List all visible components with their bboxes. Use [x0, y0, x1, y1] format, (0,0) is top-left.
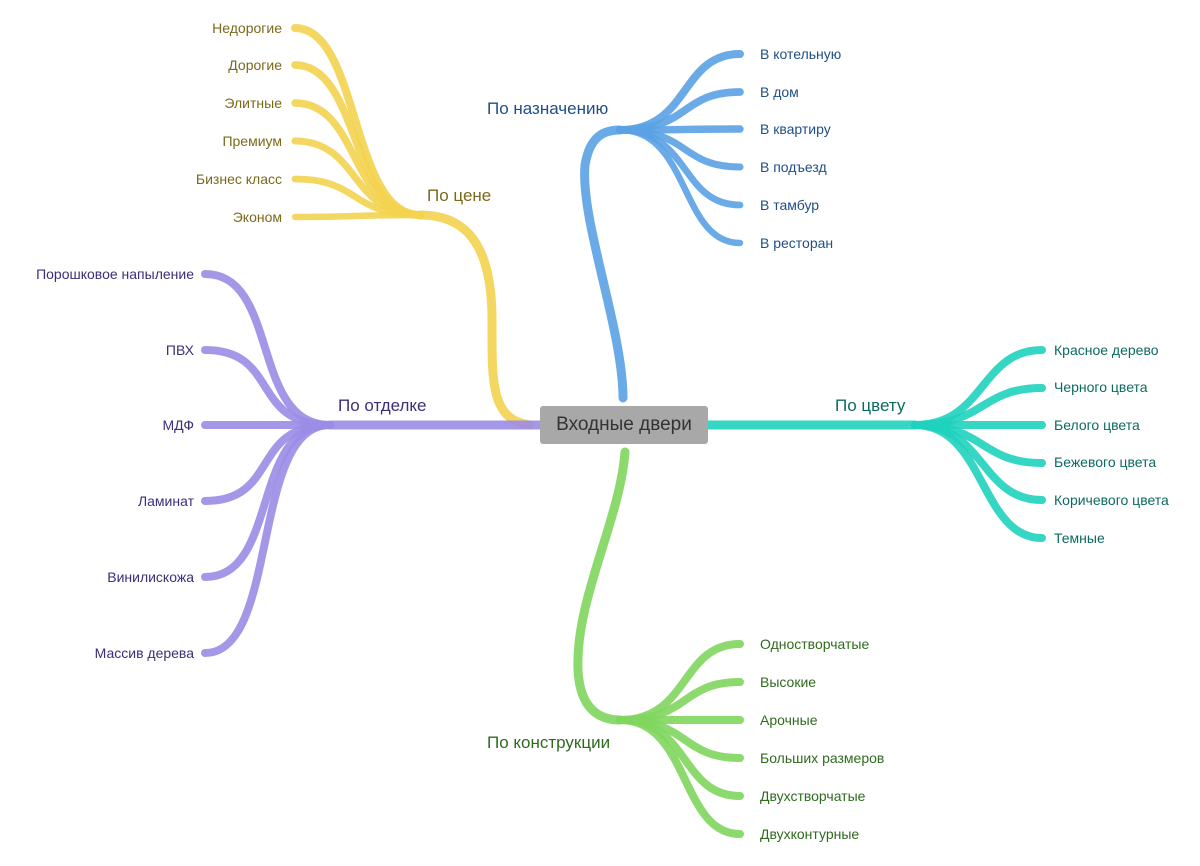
branch-label-finish[interactable]: По отделке [338, 396, 427, 415]
connector-price-leaf [291, 211, 424, 221]
leaf-price-1[interactable]: Недорогие [212, 20, 282, 36]
connector-purpose-main [580, 125, 628, 403]
leaf-finish-2[interactable]: ПВХ [165, 342, 194, 358]
leaf-construction-6[interactable]: Двухконтурные [760, 826, 860, 842]
leaf-purpose-4[interactable]: В подъезд [760, 159, 827, 175]
branch-label-construction[interactable]: По конструкции [487, 733, 611, 752]
leaf-construction-1[interactable]: Одностворчатые [760, 636, 870, 652]
leaf-price-4[interactable]: Премиум [222, 133, 282, 149]
leaf-color-4[interactable]: Бежевого цвета [1054, 454, 1157, 470]
leaf-purpose-6[interactable]: В ресторан [760, 235, 834, 251]
central-topic-label: Входные двери [556, 414, 692, 435]
leaf-color-5[interactable]: Коричевого цвета [1054, 492, 1169, 508]
leaf-color-6[interactable]: Темные [1054, 530, 1105, 546]
leaf-construction-4[interactable]: Больших размеров [760, 750, 885, 766]
leaf-purpose-5[interactable]: В тамбур [760, 197, 820, 213]
leaf-price-2[interactable]: Дорогие [228, 57, 282, 73]
leaf-price-3[interactable]: Элитные [224, 95, 282, 111]
leaf-finish-4[interactable]: Ламинат [137, 493, 194, 509]
leaf-construction-2[interactable]: Высокие [760, 674, 817, 690]
leaf-finish-3[interactable]: МДФ [162, 417, 194, 433]
branch-label-color[interactable]: По цвету [835, 396, 906, 415]
branch-label-price[interactable]: По цене [427, 186, 492, 205]
connector-purpose-leaf [616, 126, 744, 247]
leaf-purpose-2[interactable]: В дом [760, 84, 799, 100]
connector-construction-leaf [616, 716, 744, 838]
leaf-color-1[interactable]: Красное дерево [1054, 342, 1159, 358]
leaf-price-5[interactable]: Бизнес класс [195, 171, 282, 187]
leaf-construction-5[interactable]: Двухстворчатые [760, 788, 866, 804]
leaf-finish-6[interactable]: Массив дерева [94, 645, 194, 661]
branch-label-purpose[interactable]: По назначению [487, 99, 609, 118]
leaf-construction-3[interactable]: Арочные [760, 712, 818, 728]
leaf-finish-5[interactable]: Винилискожа [107, 569, 194, 585]
connector-price-leaf [291, 24, 424, 219]
leaf-finish-1[interactable]: Порошковое напыление [36, 266, 194, 282]
connector-construction-main [573, 447, 630, 725]
connector-price-main [415, 210, 535, 430]
leaf-color-3[interactable]: Белого цвета [1054, 417, 1140, 433]
leaf-color-2[interactable]: Черного цвета [1054, 379, 1148, 395]
connector-color-leaf [911, 421, 1046, 542]
leaf-price-6[interactable]: Эконом [232, 209, 282, 225]
leaf-purpose-3[interactable]: В квартиру [760, 121, 831, 137]
central-topic[interactable]: Входные двери [540, 406, 708, 444]
connector-finish-leaf [201, 421, 334, 657]
leaf-purpose-1[interactable]: В котельную [760, 46, 842, 62]
